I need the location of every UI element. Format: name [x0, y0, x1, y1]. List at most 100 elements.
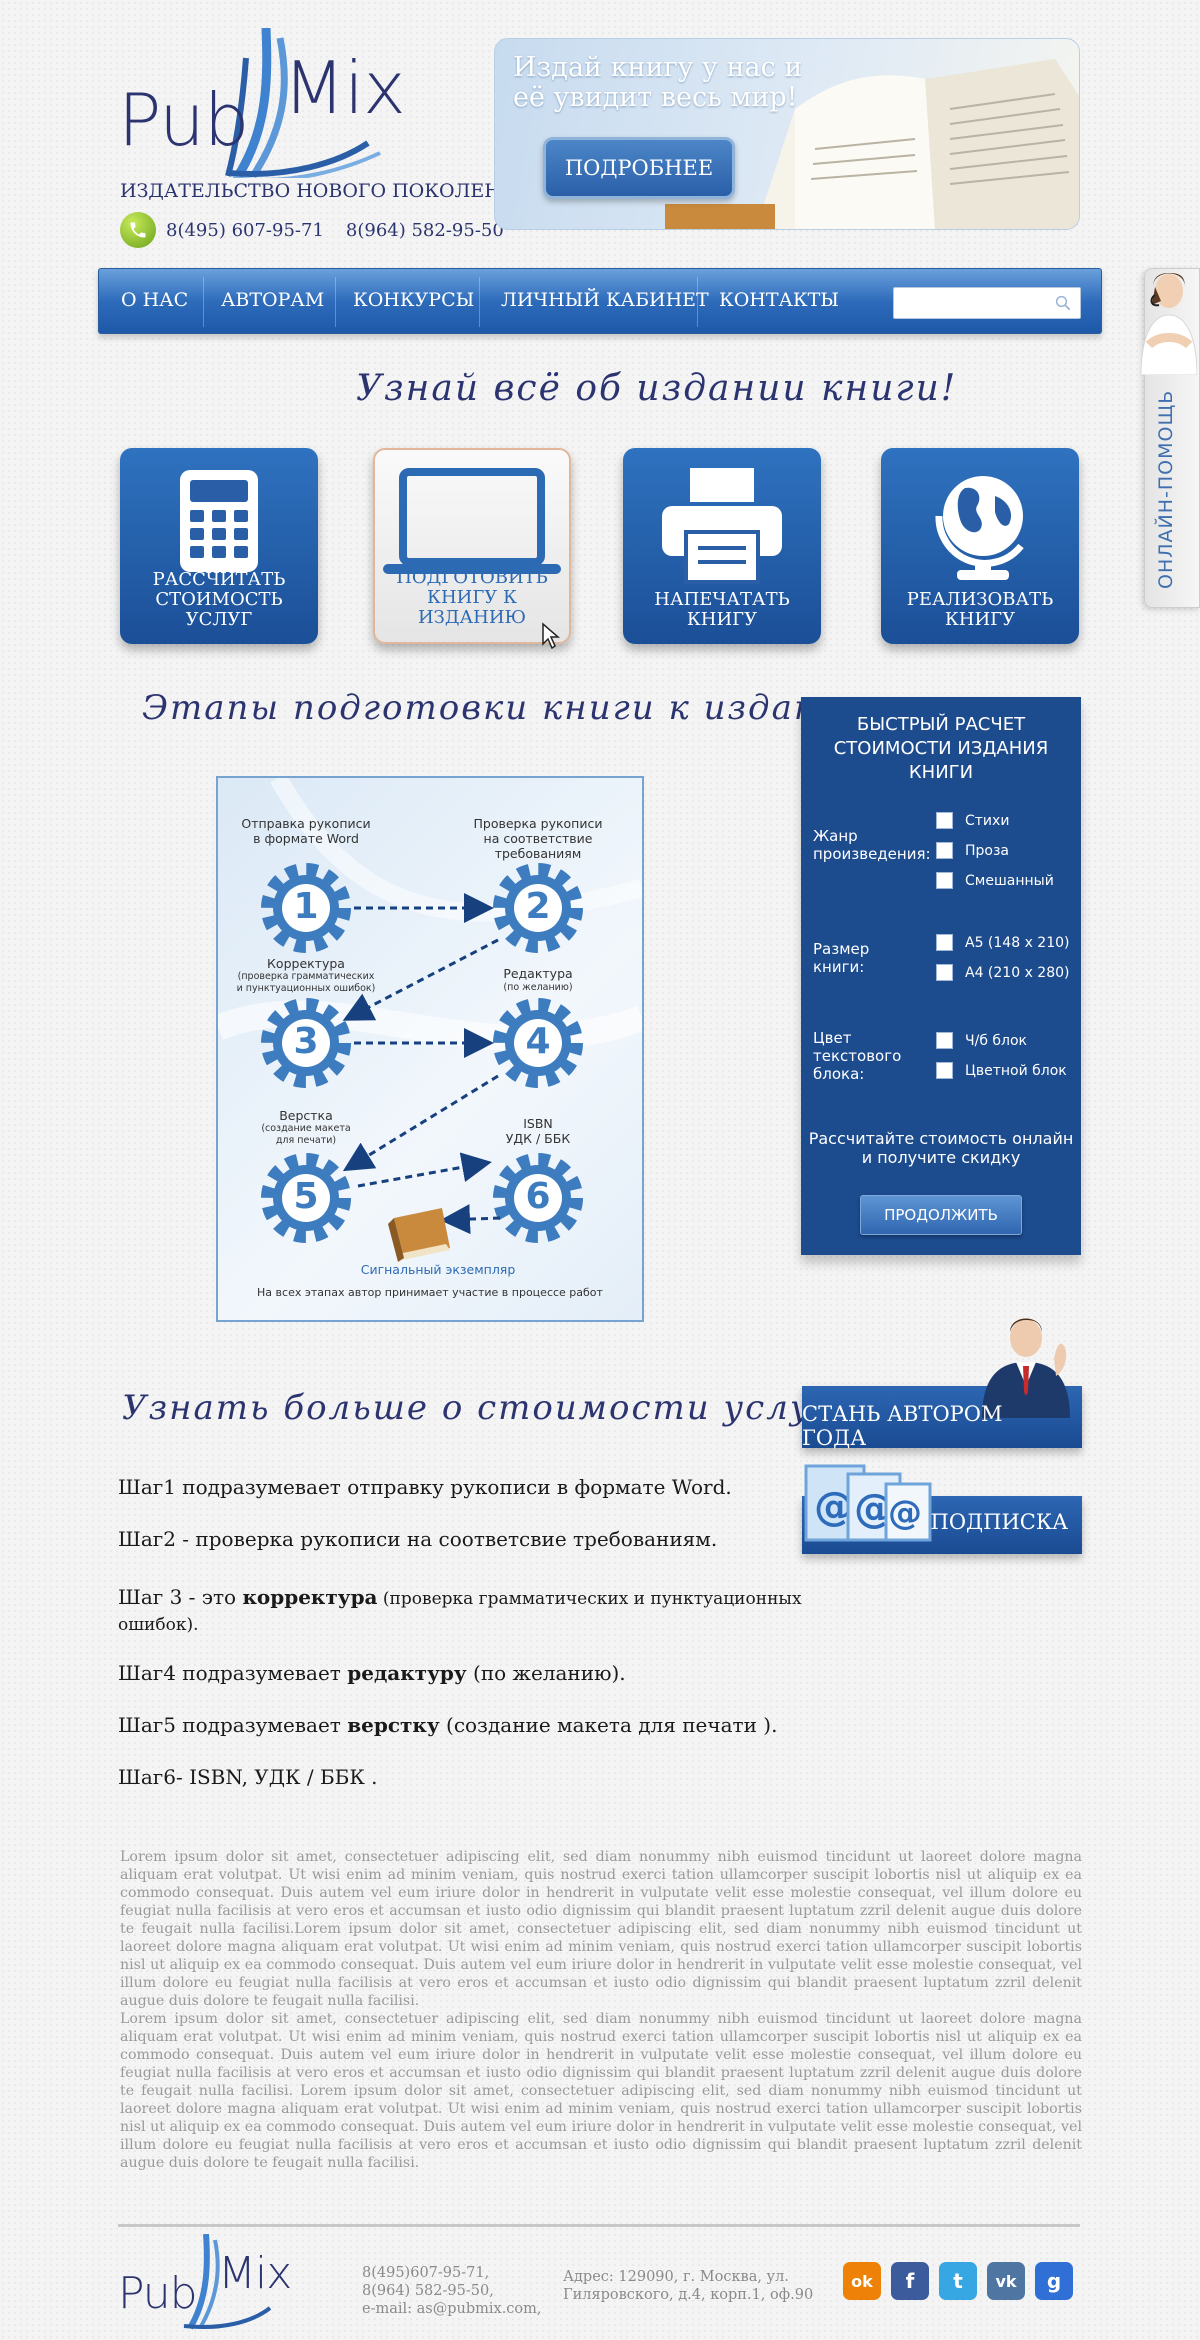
nav-item-about[interactable]: О НАС	[121, 289, 189, 311]
stage-number-4: 4	[525, 1021, 551, 1062]
tile-print[interactable]: НАПЕЧАТАТЬ КНИГУ	[623, 448, 821, 644]
book-icon	[388, 1208, 450, 1262]
tile-prepare[interactable]: ПОДГОТОВИТЬ КНИГУ К ИЗДАНИЮ	[373, 448, 571, 650]
search-box	[893, 287, 1081, 319]
nav-item-authors[interactable]: АВТОРАМ	[221, 289, 325, 311]
checkbox[interactable]	[936, 934, 953, 951]
footer-address-line2: Гиляровского, д.4, корп.1, оф.90	[563, 2287, 814, 2303]
nav-divider	[203, 277, 204, 327]
step-5-suffix: (создание макета для печати ).	[439, 1713, 778, 1737]
calc-option-color[interactable]: Цветной блок	[936, 1062, 1067, 1079]
stage-number-6: 6	[525, 1176, 551, 1217]
step-5-bold: верстку	[347, 1713, 440, 1737]
open-book-icon	[665, 59, 1079, 229]
calc-option-a5[interactable]: А5 (148 x 210)	[936, 934, 1070, 951]
calc-continue-button[interactable]: ПРОДОЛЖИТЬ	[860, 1195, 1022, 1235]
step-4-suffix: (по желанию).	[466, 1661, 626, 1685]
calc-option-bw[interactable]: Ч/б блок	[936, 1032, 1027, 1049]
search-input[interactable]	[894, 288, 1044, 318]
online-help-tab[interactable]: ОНЛАЙН-ПОМОЩЬ	[1140, 268, 1200, 608]
more-heading-link[interactable]: Узнать больше о стоимости услуг >>	[122, 1388, 905, 1428]
step-6: Шаг6- ISBN, УДК / ББК .	[118, 1765, 378, 1789]
calc-option-label: А5 (148 x 210)	[965, 934, 1070, 951]
stage-1-label-line1: Отправка рукописи	[241, 816, 371, 831]
calc-option-label: Стихи	[965, 812, 1010, 829]
globe-icon	[935, 476, 1024, 580]
hero-more-button[interactable]: ПОДРОБНЕЕ	[543, 137, 735, 199]
footer-phone-2[interactable]: 8(964) 582-95-50,	[362, 2283, 494, 2299]
stage-2-label-line2: на соответствие	[483, 831, 593, 846]
checkbox[interactable]	[936, 1032, 953, 1049]
businessman-icon	[982, 1318, 1070, 1418]
subscription-label: ПОДПИСКА	[930, 1510, 1068, 1534]
nav-item-account[interactable]: ЛИЧНЫЙ КАБИНЕТ	[501, 289, 709, 311]
logo-swoosh-icon	[225, 28, 381, 178]
checkbox[interactable]	[936, 1062, 953, 1079]
calc-size-label: Размер книги:	[813, 940, 869, 976]
phone-icon	[120, 212, 156, 248]
email-letters-icon: @ @ @	[804, 1464, 932, 1542]
online-help-label: ОНЛАЙН-ПОМОЩЬ	[1155, 389, 1177, 589]
checkbox[interactable]	[936, 812, 953, 829]
stage-6-label-line1: ISBN	[523, 1116, 553, 1131]
tile-sell[interactable]: РЕАЛИЗОВАТЬ КНИГУ	[881, 448, 1079, 644]
search-icon[interactable]	[1054, 294, 1072, 312]
step-3-line2: ошибок).	[118, 1615, 199, 1635]
calc-option-prose[interactable]: Проза	[936, 842, 1009, 859]
laptop-icon	[383, 468, 561, 574]
stage-3-label-line2: (проверка грамматических	[237, 971, 375, 982]
calc-option-label: Смешанный	[965, 872, 1054, 889]
odnoklassniki-icon[interactable]: ok	[843, 2262, 881, 2300]
calc-option-label: Проза	[965, 842, 1010, 859]
footer-logo[interactable]: Pub Mix	[118, 2234, 298, 2330]
footer-address: Адрес: 129090, г. Москва, ул. Гиляровско…	[563, 2268, 813, 2304]
tile-prepare-line1: ПОДГОТОВИТЬ	[396, 567, 548, 588]
printer-icon	[662, 468, 782, 584]
checkbox[interactable]	[936, 964, 953, 981]
author-of-year-label: СТАНЬ АВТОРОМ ГОДА	[802, 1402, 1003, 1450]
main-nav: О НАС АВТОРАМ КОНКУРСЫ ЛИЧНЫЙ КАБИНЕТ КО…	[98, 268, 1102, 334]
calc-option-mixed[interactable]: Смешанный	[936, 872, 1054, 889]
tile-calculate-label: РАССЧИТАТЬ СТОИМОСТЬ УСЛУГ	[120, 570, 318, 630]
tile-calculate-line1: РАССЧИТАТЬ	[152, 569, 286, 590]
calc-note-line2: и получите скидку	[861, 1148, 1021, 1167]
calculator-icon	[180, 470, 258, 572]
nav-divider	[335, 277, 336, 327]
calc-color-label: Цвет текстового блока:	[813, 1029, 901, 1083]
footer-address-line1: Адрес: 129090, г. Москва, ул.	[563, 2269, 789, 2285]
stage-number-3: 3	[293, 1021, 319, 1062]
nav-item-contacts[interactable]: КОНТАКТЫ	[719, 289, 839, 311]
logo[interactable]: Pub Mix	[118, 28, 418, 178]
footer-email[interactable]: e-mail: as@pubmix.com,	[362, 2301, 542, 2317]
header-phones: 8(495) 607-95-71 8(964) 582-95-50	[120, 212, 516, 248]
stage-2-label-line3: требованиям	[494, 846, 582, 861]
footer-phone-1[interactable]: 8(495)607-95-71,	[362, 2265, 490, 2281]
facebook-icon[interactable]: f	[891, 2262, 929, 2300]
checkbox[interactable]	[936, 872, 953, 889]
tile-calculate-line2: СТОИМОСТЬ УСЛУГ	[155, 589, 283, 630]
nav-divider	[697, 277, 698, 327]
calc-option-poetry[interactable]: Стихи	[936, 812, 1009, 829]
calc-title-line2: СТОИМОСТИ ИЗДАНИЯ	[833, 738, 1049, 759]
author-of-year-banner[interactable]: СТАНЬ АВТОРОМ ГОДА	[802, 1318, 1082, 1450]
calc-option-label: Ч/б блок	[965, 1032, 1028, 1049]
calc-option-a4[interactable]: А4 (210 x 280)	[936, 964, 1070, 981]
checkbox[interactable]	[936, 842, 953, 859]
step-2: Шаг2 - проверка рукописи на соответсвие …	[118, 1527, 718, 1551]
calc-title: БЫСТРЫЙ РАСЧЕТ СТОИМОСТИ ИЗДАНИЯ КНИГИ	[801, 713, 1081, 785]
nav-item-contests[interactable]: КОНКУРСЫ	[353, 289, 475, 311]
nav-divider	[479, 277, 480, 327]
google-icon[interactable]: g	[1035, 2262, 1073, 2300]
vk-icon[interactable]: vk	[987, 2262, 1025, 2300]
subscription-banner[interactable]: @ @ @ ПОДПИСКА	[802, 1464, 1082, 1554]
stage-5-label-line1: Верстка	[279, 1108, 333, 1123]
tile-calculate[interactable]: РАССЧИТАТЬ СТОИМОСТЬ УСЛУГ	[120, 448, 318, 644]
calc-size-label-line1: Размер	[813, 940, 870, 958]
hero-title: Издай книгу у нас и её увидит весь мир!	[513, 53, 803, 113]
header-phone-1[interactable]: 8(495) 607-95-71	[166, 219, 324, 241]
step-1: Шаг1 подразумевает отправку рукописи в ф…	[118, 1475, 732, 1499]
header-phone-2[interactable]: 8(964) 582-95-50	[345, 219, 504, 241]
twitter-icon[interactable]: t	[939, 2262, 977, 2300]
calc-size-label-line2: книги:	[813, 958, 865, 976]
hero-banner[interactable]: Издай книгу у нас и её увидит весь мир! …	[494, 38, 1080, 230]
